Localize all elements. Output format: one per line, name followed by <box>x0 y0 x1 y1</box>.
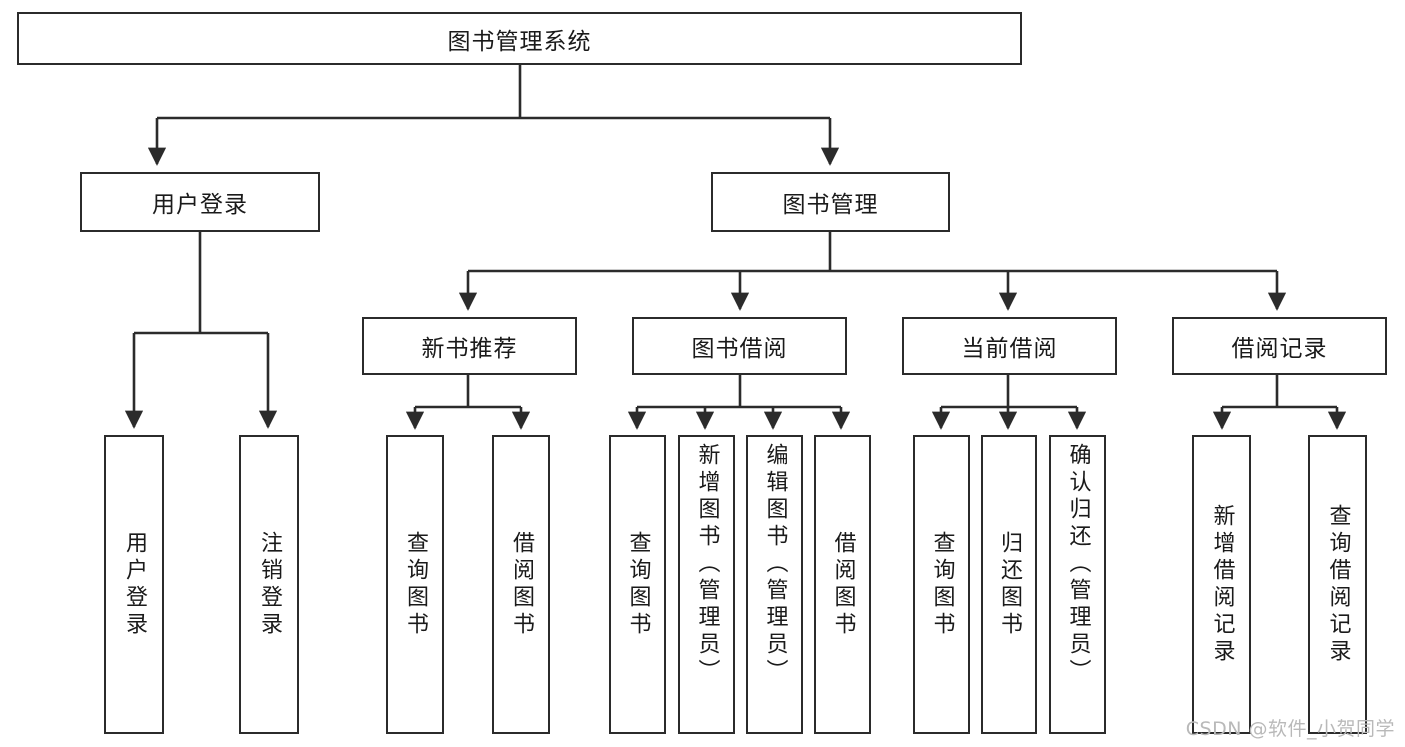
node-label: 借阅图书 <box>509 530 534 639</box>
node-book-management[interactable]: 图书管理 <box>711 172 950 232</box>
leaf-logout[interactable]: 注销登录 <box>239 435 299 734</box>
node-label: 查询图书 <box>625 530 651 639</box>
node-label: 图书借阅 <box>691 336 788 362</box>
leaf-query-book-borrow[interactable]: 查询图书 <box>609 435 666 734</box>
node-label: 借阅记录 <box>1231 336 1328 362</box>
node-label: 用户登录 <box>152 192 248 218</box>
node-label: 查询图书 <box>403 530 428 639</box>
leaf-borrow-book-borrow[interactable]: 借阅图书 <box>814 435 871 734</box>
leaf-query-borrow-record[interactable]: 查询借阅记录 <box>1308 435 1367 734</box>
node-label: 新增借阅记录 <box>1209 503 1235 666</box>
node-label: 借阅图书 <box>830 530 856 639</box>
leaf-add-book-admin[interactable]: 新增图书（管理员） <box>678 435 735 734</box>
node-user-login[interactable]: 用户登录 <box>80 172 320 232</box>
node-new-book-recommend[interactable]: 新书推荐 <box>362 317 577 375</box>
node-label: 新书推荐 <box>421 336 518 362</box>
node-label: 归还图书 <box>997 530 1022 639</box>
leaf-user-login[interactable]: 用户登录 <box>104 435 164 734</box>
leaf-query-book-recommend[interactable]: 查询图书 <box>386 435 444 734</box>
node-label: 确认归还（管理员） <box>1065 443 1091 686</box>
node-book-borrow[interactable]: 图书借阅 <box>632 317 847 375</box>
leaf-add-borrow-record[interactable]: 新增借阅记录 <box>1192 435 1251 734</box>
node-label: 当前借阅 <box>961 336 1058 362</box>
node-label: 查询借阅记录 <box>1325 503 1351 666</box>
leaf-query-book-current[interactable]: 查询图书 <box>913 435 970 734</box>
node-root-system[interactable]: 图书管理系统 <box>17 12 1022 65</box>
leaf-return-book[interactable]: 归还图书 <box>981 435 1037 734</box>
leaf-confirm-return-admin[interactable]: 确认归还（管理员） <box>1049 435 1106 734</box>
node-label: 图书管理系统 <box>447 28 592 55</box>
node-label: 新增图书（管理员） <box>694 443 720 686</box>
leaf-edit-book-admin[interactable]: 编辑图书（管理员） <box>746 435 803 734</box>
node-label: 用户登录 <box>122 530 147 639</box>
node-label: 图书管理 <box>782 192 879 218</box>
watermark-text: CSDN @软件_小贺同学 <box>1185 718 1395 740</box>
leaf-borrow-book-recommend[interactable]: 借阅图书 <box>492 435 550 734</box>
node-label: 注销登录 <box>257 530 282 639</box>
node-current-borrow[interactable]: 当前借阅 <box>902 317 1117 375</box>
node-label: 编辑图书（管理员） <box>762 443 788 686</box>
node-label: 查询图书 <box>929 530 955 639</box>
node-borrow-record[interactable]: 借阅记录 <box>1172 317 1387 375</box>
